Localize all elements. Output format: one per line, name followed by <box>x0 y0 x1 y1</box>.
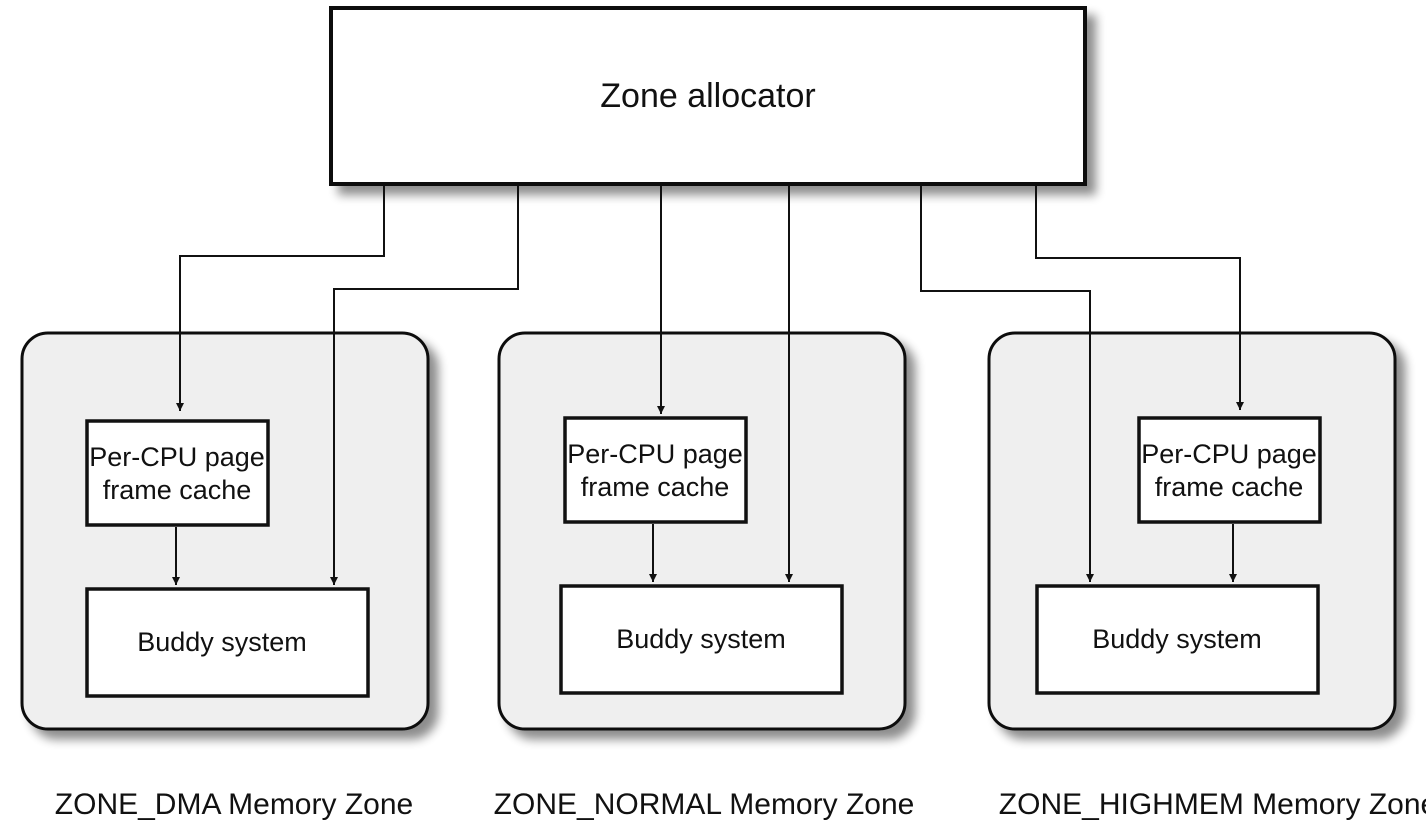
normal-buddy-system-node: Buddy system <box>559 584 844 695</box>
highmem-per-cpu-cache-label-line2: frame cache <box>1155 472 1304 502</box>
normal-buddy-system-label: Buddy system <box>616 624 786 654</box>
zone-dma-group: Per-CPU page frame cache Buddy system <box>20 331 430 731</box>
dma-buddy-system-label: Buddy system <box>137 627 307 657</box>
zone-highmem-group: Per-CPU page frame cache Buddy system <box>987 331 1397 731</box>
connector-lines <box>176 186 1244 585</box>
dma-per-cpu-cache-node: Per-CPU page frame cache <box>85 419 270 527</box>
zone-normal-label: ZONE_NORMAL Memory Zone <box>494 788 915 821</box>
normal-per-cpu-cache-node: Per-CPU page frame cache <box>563 416 748 524</box>
highmem-buddy-system-node: Buddy system <box>1035 584 1320 695</box>
normal-per-cpu-cache-label-line1: Per-CPU page <box>567 439 743 469</box>
normal-per-cpu-cache-label-line2: frame cache <box>581 472 730 502</box>
zone-highmem-label: ZONE_HIGHMEM Memory Zone <box>999 788 1426 821</box>
edge-allocator-to-highmem-buddy <box>920 186 1094 582</box>
dma-per-cpu-cache-label-line2: frame cache <box>103 475 252 505</box>
highmem-per-cpu-cache-node: Per-CPU page frame cache <box>1137 416 1322 524</box>
edge-allocator-to-dma-buddy <box>330 186 519 585</box>
zone-labels: ZONE_DMA Memory Zone ZONE_NORMAL Memory … <box>55 788 1426 821</box>
internal-connector-lines <box>172 524 1237 585</box>
zone-allocator-label: Zone allocator <box>600 77 815 115</box>
dma-buddy-system-node: Buddy system <box>85 587 370 698</box>
zone-dma-label: ZONE_DMA Memory Zone <box>55 788 413 821</box>
zone-normal-group: Per-CPU page frame cache Buddy system <box>497 331 907 731</box>
dma-per-cpu-cache-label-line1: Per-CPU page <box>89 442 265 472</box>
edge-allocator-to-highmem-pcp <box>1035 186 1244 410</box>
edge-allocator-to-dma-pcp <box>176 186 385 411</box>
zone-allocator-node: Zone allocator <box>329 6 1087 186</box>
highmem-buddy-system-label: Buddy system <box>1092 624 1262 654</box>
highmem-per-cpu-cache-label-line1: Per-CPU page <box>1141 439 1317 469</box>
